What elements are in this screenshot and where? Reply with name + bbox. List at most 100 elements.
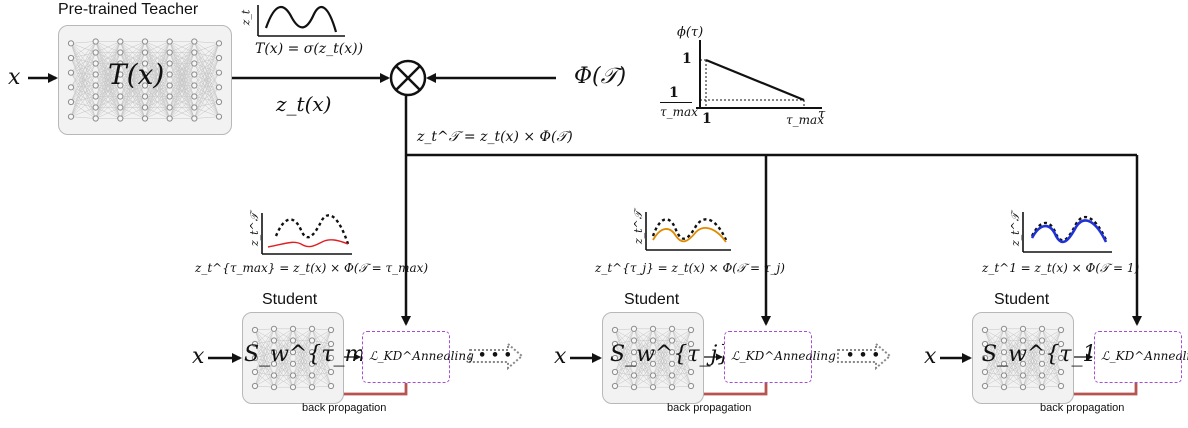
network-node: [141, 82, 149, 89]
network-edge: [652, 363, 673, 388]
network-node: [1000, 337, 1008, 344]
network-edge: [614, 329, 635, 388]
stage-1-loss-label: ℒ_KD^Annealing: [369, 349, 474, 363]
network-edge: [1003, 328, 1024, 341]
network-node: [630, 372, 638, 379]
network-edge: [169, 85, 195, 119]
network-node: [215, 84, 223, 91]
network-edge: [614, 371, 635, 376]
network-edge: [194, 52, 220, 73]
network-node: [166, 104, 173, 111]
network-edge: [70, 63, 96, 117]
network-edge: [614, 352, 635, 387]
network-edge: [254, 385, 275, 388]
network-edge: [1041, 351, 1062, 359]
network-edge: [1041, 329, 1062, 364]
network-node: [1057, 368, 1065, 376]
network-edge: [984, 340, 1005, 373]
phi-plot-graphic: [696, 40, 822, 109]
network-edge: [652, 328, 673, 388]
network-edge: [292, 363, 313, 388]
network-edge: [1041, 371, 1062, 388]
network-edge: [984, 371, 1005, 376]
network-edge: [70, 43, 96, 64]
network-edge: [671, 340, 692, 373]
network-edge: [633, 328, 654, 353]
network-edge: [614, 328, 635, 373]
network-node: [1000, 349, 1008, 356]
network-node: [668, 349, 676, 356]
network-edge: [614, 328, 635, 345]
network-edge: [1041, 357, 1062, 376]
network-edge: [1022, 363, 1043, 388]
network-edge: [95, 41, 121, 97]
network-edge: [194, 87, 220, 108]
network-edge: [144, 41, 170, 53]
network-edge: [194, 87, 220, 97]
network-node: [191, 93, 198, 100]
network-node: [141, 71, 149, 78]
phi-plot-ytick-bottom-den: τ_max: [660, 105, 698, 119]
network-edge: [1003, 328, 1024, 353]
network-node: [1019, 372, 1027, 379]
network-node: [270, 360, 278, 367]
network-edge: [1003, 328, 1024, 388]
network-edge: [194, 101, 220, 119]
network-edge: [292, 375, 313, 388]
network-edge: [984, 340, 1005, 345]
network-edge: [984, 328, 1005, 373]
network-edge: [671, 340, 692, 387]
network-node: [611, 354, 619, 362]
network-edge: [1041, 328, 1062, 387]
network-edge: [95, 41, 121, 64]
network-edge: [1041, 340, 1062, 387]
network-edge: [311, 328, 332, 359]
network-edge: [70, 41, 96, 103]
network-edge: [311, 371, 332, 388]
network-node: [92, 49, 99, 56]
network-edge: [984, 343, 1005, 376]
stage-1-formula: z_t^{τ_max} = z_t(x) × Φ(𝒯 = τ_max): [195, 261, 429, 275]
network-edge: [254, 343, 275, 376]
stage-2-formula: z_t^{τ_j} = z_t(x) × Φ(𝒯 = τ_j): [595, 261, 785, 275]
network-node: [251, 368, 259, 376]
network-edge: [120, 41, 146, 64]
network-edge: [194, 87, 220, 119]
network-node: [327, 340, 335, 348]
network-edge: [311, 328, 332, 331]
network-node: [92, 38, 99, 45]
network-edge: [311, 329, 332, 388]
network-node: [117, 49, 124, 56]
network-edge: [254, 343, 275, 353]
phi-plot-fraction-bar: [660, 102, 692, 103]
network-edge: [633, 328, 654, 388]
network-edge: [70, 43, 96, 75]
network-edge: [671, 363, 692, 373]
network-edge: [652, 328, 673, 364]
network-edge: [144, 96, 170, 119]
network-node: [630, 384, 638, 391]
network-edge: [311, 328, 332, 345]
network-edge: [671, 343, 692, 376]
network-edge: [633, 328, 654, 376]
network-edge: [120, 41, 146, 119]
network-edge: [70, 52, 96, 103]
network-node: [1019, 360, 1027, 367]
network-edge: [120, 41, 146, 108]
network-node: [67, 98, 75, 106]
network-node: [687, 368, 695, 376]
network-edge: [984, 328, 1005, 345]
network-edge: [120, 85, 146, 119]
stage-1-loss-box: ℒ_KD^Annealing: [362, 331, 474, 383]
network-edge: [254, 343, 275, 365]
network-edge: [984, 328, 1005, 359]
network-edge: [194, 43, 220, 53]
network-edge: [1022, 328, 1043, 364]
network-edge: [311, 351, 332, 359]
network-edge: [70, 74, 96, 103]
network-edge: [95, 52, 121, 119]
network-edge: [984, 351, 1005, 373]
network-edge: [194, 85, 220, 103]
network-node: [141, 38, 149, 45]
